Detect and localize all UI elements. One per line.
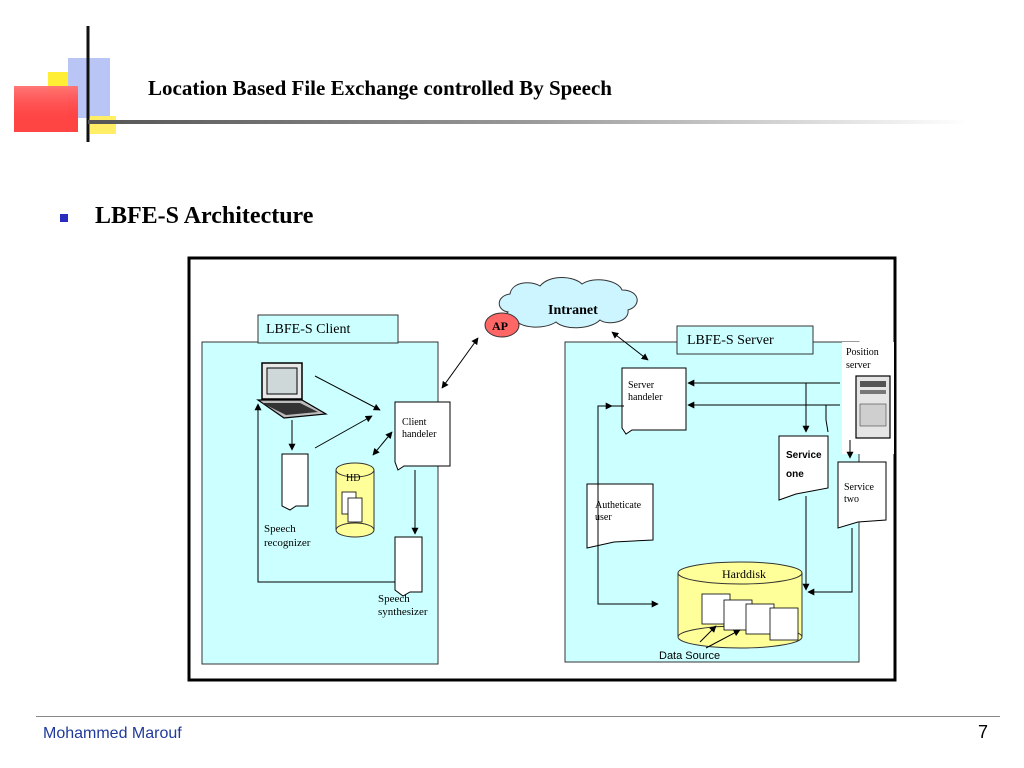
hd-cylinder: HD: [335, 462, 375, 538]
server-panel-label-box: [676, 325, 814, 355]
title-underline: [88, 120, 968, 124]
client-panel-label-box: [257, 314, 399, 344]
client-handler-document: Client handeler: [394, 401, 451, 471]
slide-title: Location Based File Exchange controlled …: [148, 76, 612, 100]
server-tower-icon: [855, 375, 891, 439]
footer-divider: [36, 716, 1000, 717]
authenticate-user-document: Autheticate user: [586, 483, 654, 549]
server-arrows: [597, 379, 854, 649]
server-handler-label-2: handeler: [628, 392, 663, 403]
authenticate-user-label-1: Autheticate: [595, 500, 642, 511]
server-panel-label: LBFE-S Server: [687, 333, 774, 348]
client-panel: LBFE-S Client: [201, 314, 439, 665]
position-server: Position server: [842, 342, 894, 454]
corner-squares-graphic: [14, 26, 116, 142]
intranet-label: Intranet: [548, 303, 598, 318]
speech-synthesizer-label-1: Speech: [378, 593, 410, 605]
data-source-label: Data Source: [659, 650, 720, 662]
laptop-icon: [256, 362, 328, 419]
harddisk-label: Harddisk: [722, 567, 766, 581]
speech-synthesizer-document: Speech synthesizer: [378, 536, 428, 618]
service-two-document: Service two: [837, 461, 887, 529]
service-one-document: Service one: [778, 435, 829, 501]
ap-label: AP: [492, 319, 508, 333]
client-handler-label-1: Client: [402, 417, 427, 428]
position-server-label-1: Position: [846, 347, 879, 358]
harddisk-cylinder: Harddisk Data Source: [659, 561, 803, 662]
service-two-label-2: two: [844, 494, 859, 505]
position-server-label-2: server: [846, 360, 871, 371]
footer-author: Mohammed Marouf: [43, 725, 182, 742]
speech-synthesizer-label-2: synthesizer: [378, 606, 428, 618]
speech-recognizer-label-2: recognizer: [264, 537, 311, 549]
authenticate-user-label-2: user: [595, 512, 612, 523]
speech-recognizer-label-1: Speech: [264, 523, 296, 535]
intranet-cloud: Intranet: [498, 277, 638, 329]
server-handler-label-1: Server: [628, 380, 655, 391]
service-two-label-1: Service: [844, 482, 875, 493]
bullet-square-icon: [60, 214, 68, 222]
page-number: 7: [978, 722, 989, 742]
access-point: AP: [484, 312, 520, 338]
service-one-label-2: one: [786, 469, 804, 480]
client-arrows: [254, 331, 649, 583]
client-handler-label-2: handeler: [402, 429, 437, 440]
server-handler-document: Server handeler: [621, 367, 687, 435]
speech-recognizer-document: Speech recognizer: [264, 453, 311, 549]
architecture-diagram: LBFE-S Client LBFE-S Server Intranet AP …: [187, 256, 897, 682]
hd-label: HD: [346, 473, 360, 484]
client-panel-label: LBFE-S Client: [266, 322, 351, 337]
service-one-label-1: Service: [786, 450, 822, 461]
bullet-heading: LBFE-S Architecture: [95, 203, 314, 229]
